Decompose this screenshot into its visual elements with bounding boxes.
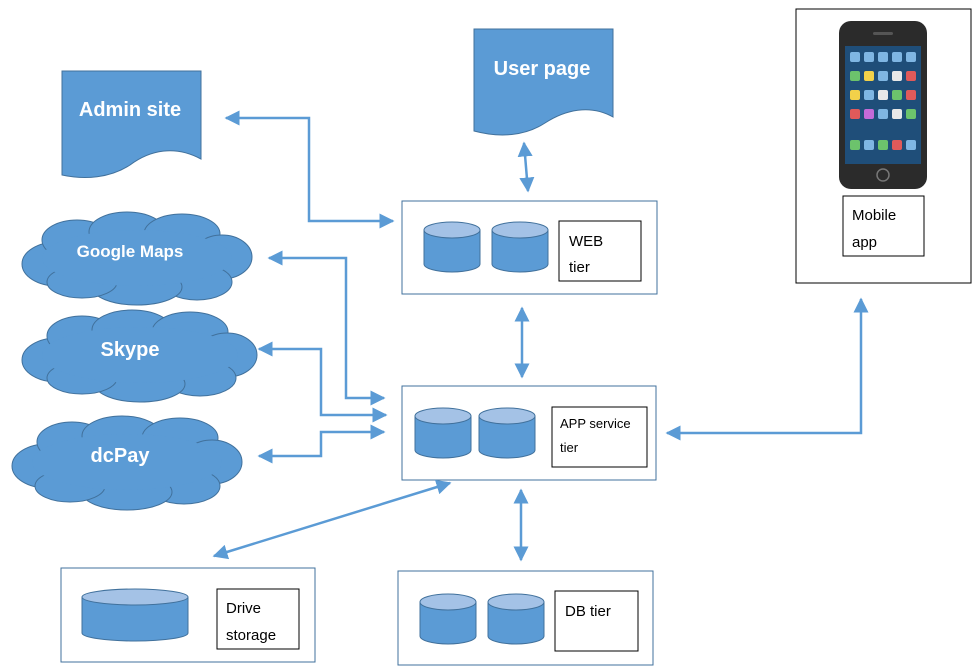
connector-app-drive [212, 479, 452, 560]
connector-admin-web [224, 110, 395, 229]
connector-userpage-web [517, 141, 535, 193]
app-service-tier-box: APP service tier [401, 385, 657, 481]
dcpay-cloud: dcPay [11, 415, 243, 511]
app-tier-label-line1: APP service [560, 416, 631, 431]
database-icon [423, 221, 481, 273]
web-tier-box: WEB tier [401, 200, 658, 295]
drive-label-line2: storage [226, 627, 276, 644]
web-tier-label-line2: tier [569, 259, 590, 276]
drive-storage-box: Drive storage [60, 567, 316, 663]
google-maps-label: Google Maps [77, 242, 184, 261]
drive-label-line1: Drive [226, 600, 261, 617]
skype-cloud: Skype [21, 309, 258, 403]
db-tier-label: DB tier [565, 603, 611, 620]
app-tier-label-line2: tier [560, 440, 579, 455]
database-icon [478, 407, 536, 459]
db-tier-box: DB tier [397, 570, 654, 666]
mobile-app-label-line2: app [852, 234, 877, 251]
mobile-app-label-line1: Mobile [852, 207, 896, 224]
admin-site-document: Admin site [61, 70, 202, 179]
connector-dcpay-app [257, 424, 386, 464]
connector-app-mobile [665, 297, 869, 441]
mobile-app-box: Mobile app [795, 8, 972, 284]
database-icon [487, 593, 545, 645]
user-page-document: User page [473, 28, 614, 136]
database-icon [419, 593, 477, 645]
connector-skype-app [257, 341, 388, 423]
admin-site-label: Admin site [79, 99, 181, 121]
smartphone-icon [839, 21, 927, 189]
web-tier-label-line1: WEB [569, 233, 603, 250]
dcpay-label: dcPay [91, 445, 151, 467]
database-icon [81, 588, 189, 642]
connector-googlemaps-app [267, 250, 386, 406]
google-maps-cloud: Google Maps [21, 211, 253, 306]
skype-label: Skype [101, 339, 160, 361]
database-icon [414, 407, 472, 459]
database-icon [491, 221, 549, 273]
user-page-label: User page [494, 58, 591, 80]
